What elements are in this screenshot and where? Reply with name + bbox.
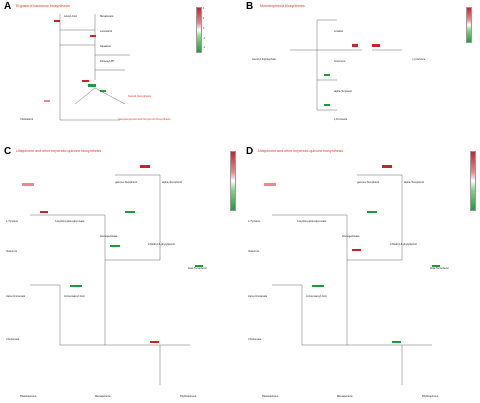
panel-d-side-label-12: Phylloquinone — [422, 395, 439, 398]
panel-d-label: D — [246, 146, 254, 157]
panel-d-pathway — [264, 165, 440, 385]
panel-c-label: C — [4, 146, 12, 157]
panel-a-side-label-2: Lanosterol — [100, 30, 113, 33]
panel-c-side-label-9: trans-Cinnamate — [6, 295, 26, 298]
panel-a-colorbar — [196, 7, 202, 53]
panel-a-label: A — [4, 1, 12, 12]
panel-d: D Ubiquinone and other terpenoid-quinone… — [242, 145, 480, 403]
panel-a: A Ergosterol backbone biosynthesis Chole… — [0, 0, 235, 135]
panel-c-pathway — [22, 165, 203, 385]
panel-c-side-label-3: Homogentisate — [100, 235, 118, 238]
panel-b-label: B — [246, 1, 254, 12]
panel-d-side-label-3: Homogentisate — [342, 235, 360, 238]
panel-d-side-label-7: Vitamin E — [248, 250, 260, 253]
panel-c-side-label-10: 4-Coumaroyl-CoA — [64, 295, 85, 298]
panel-c-side-label-6: alpha-Tocopherol — [162, 181, 182, 184]
panel-b-side-label-2: Limonene — [334, 60, 346, 63]
panel-b-side-label-1: Geranyl diphosphate — [252, 58, 276, 61]
panel-c-side-label-8: beta-Tocopherol — [188, 267, 207, 270]
panel-c-side-label-11: Chorismate — [6, 338, 20, 341]
panel-c-side-label-7: Vitamin E — [6, 250, 18, 253]
panel-d-side-label-6: alpha-Tocopherol — [404, 181, 424, 184]
panel-a-title: Ergosterol backbone biosynthesis — [16, 4, 70, 8]
panel-d-side-label-13: Plastoquinone — [262, 395, 279, 398]
panel-d-side-label-4: 2-Methyl-6-phytylquinol — [390, 243, 417, 246]
panel-a-side-label-6: Acetyl-CoA — [64, 15, 77, 18]
panel-b: B Monoterpenoid biosynthesis Geranyl dip… — [242, 0, 480, 135]
panel-c: C Ubiquinone and other terpenoid-quinone… — [0, 145, 237, 403]
panel-d-side-label-14: Menaquinone — [337, 395, 353, 398]
panel-b-side-label-5: alpha-Terpineol — [334, 90, 352, 93]
panel-d-side-label-8: beta-Tocopherol — [430, 267, 449, 270]
panel-c-side-label-12: Phylloquinone — [180, 395, 197, 398]
panel-b-side-label-6: 1,8-Cineole — [334, 118, 348, 121]
panel-b-side-label-4: Linalool — [334, 30, 343, 33]
panel-d-side-label-5: gamma-Tocopherol — [357, 181, 380, 184]
panel-c-side-label-1: L-Tyrosine — [6, 220, 19, 223]
panel-a-pathway — [44, 14, 130, 121]
panel-a-cb-tick-5: -4 — [203, 47, 206, 49]
panel-b-pathway — [290, 19, 402, 111]
panel-c-side-label-5: gamma-Tocopherol — [115, 181, 138, 184]
panel-a-side-label-3: Squalene — [100, 45, 111, 48]
panel-c-colorbar — [230, 151, 236, 211]
panel-a-cb-tick-2: 2 — [203, 18, 205, 20]
panel-d-side-label-11: Chorismate — [248, 338, 262, 341]
panel-a-side-label-4: Farnesyl-PP — [100, 60, 115, 63]
panel-d-title: Ubiquinone and other terpenoid-quinone b… — [258, 149, 344, 153]
panel-a-side-label-5: Mevalonate — [100, 15, 114, 18]
panel-a-cb-tick-4: -2 — [203, 38, 206, 40]
panel-a-cb-tick-1: 4 — [203, 8, 205, 10]
panel-c-side-label-14: Menaquinone — [95, 395, 111, 398]
panel-b-title: Monoterpenoid biosynthesis — [260, 4, 305, 8]
panel-c-title: Ubiquinone and other terpenoid-quinone b… — [16, 149, 102, 153]
panel-d-side-label-1: L-Tyrosine — [248, 220, 261, 223]
panel-b-side-label-3: (-)-Carvone — [412, 58, 426, 61]
panel-d-side-label-10: 4-Coumaroyl-CoA — [306, 295, 327, 298]
panel-a-note-1: Steroid biosynthesis — [128, 95, 152, 98]
panel-c-side-label-4: 2-Methyl-6-phytylquinol — [148, 243, 175, 246]
panel-d-colorbar — [470, 151, 476, 211]
panel-a-side-label-1: Cholesterol — [20, 118, 34, 121]
panel-d-side-label-9: trans-Cinnamate — [248, 295, 268, 298]
panel-b-colorbar — [466, 7, 472, 43]
panel-a-note-2: Sesquiterpenoid and triterpenoid biosynt… — [118, 118, 171, 121]
panel-d-side-label-2: 4-Hydroxyphenylpyruvate — [297, 220, 327, 223]
panel-a-cb-tick-3: 0 — [203, 28, 205, 30]
panel-c-side-label-13: Plastoquinone — [20, 395, 37, 398]
panel-c-side-label-2: 4-Hydroxyphenylpyruvate — [55, 220, 85, 223]
